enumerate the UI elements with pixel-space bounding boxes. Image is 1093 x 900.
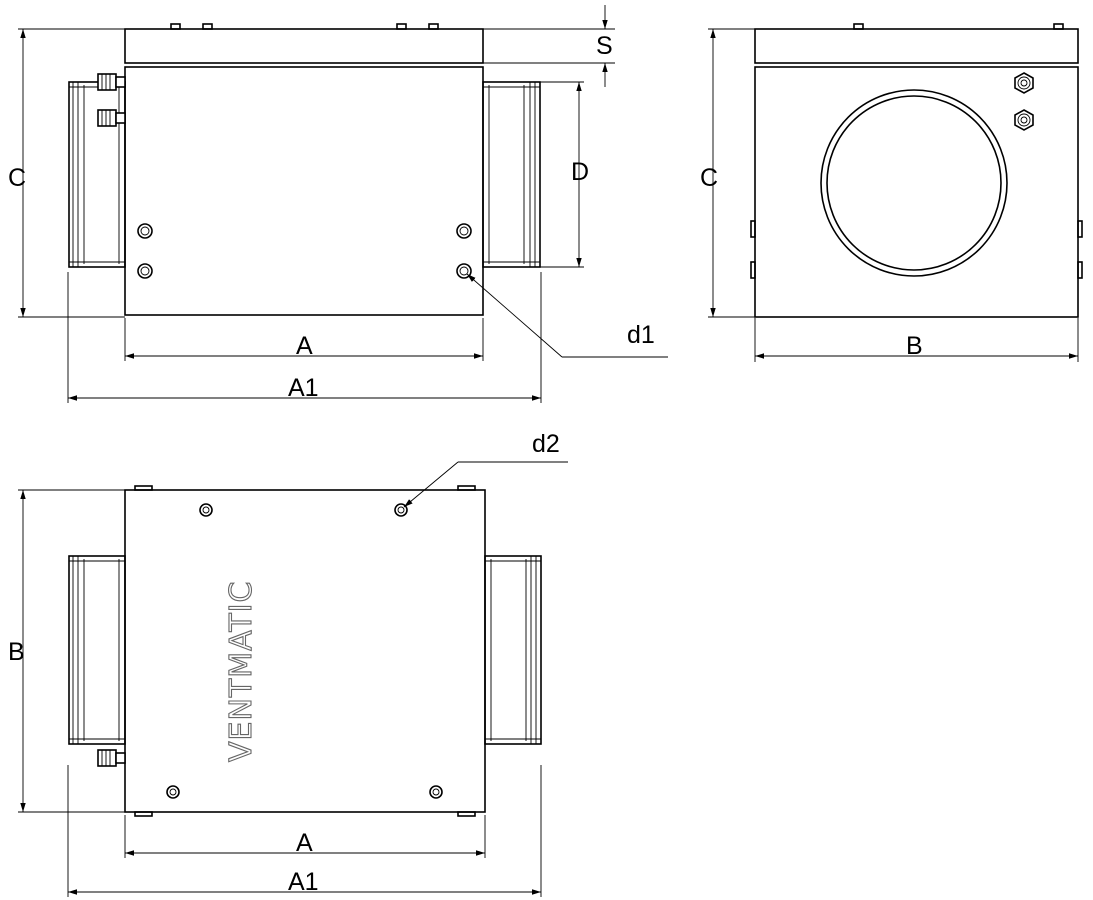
top-dim-A [124, 815, 486, 858]
front-d1-leader [466, 273, 668, 358]
front-dim-A1 [67, 272, 542, 403]
side-duct-opening [820, 89, 1008, 277]
top-label-B: B [8, 638, 25, 666]
side-tabs [750, 220, 1083, 279]
top-dim-B [18, 489, 125, 813]
front-top-cover [124, 28, 484, 64]
side-dim-C [708, 28, 755, 318]
front-label-A1: A1 [288, 374, 319, 402]
front-cable-gland-2 [97, 109, 126, 127]
front-cable-gland-1 [97, 73, 126, 91]
top-main-body [124, 489, 486, 813]
top-edge-tabs [134, 485, 476, 817]
front-dim-S [483, 5, 615, 87]
front-label-d1: d1 [627, 321, 655, 349]
top-d2-leader [403, 461, 568, 508]
side-dim-B [754, 318, 1079, 362]
top-right-spigot [484, 555, 542, 745]
side-label-B: B [906, 332, 923, 360]
front-label-D: D [571, 158, 589, 186]
side-label-C: C [700, 164, 718, 192]
front-dim-A [124, 318, 484, 361]
top-cable-gland [97, 749, 126, 767]
side-cable-gland-2 [1014, 109, 1034, 131]
front-cover-bumps [170, 23, 439, 30]
front-label-S: S [596, 32, 613, 60]
side-cable-gland-1 [1014, 72, 1034, 94]
top-label-A1: A1 [288, 868, 319, 896]
side-main-body [754, 66, 1079, 318]
front-label-A: A [296, 332, 313, 360]
top-dim-A1 [67, 765, 542, 897]
side-top-cover [754, 28, 1079, 64]
top-label-d2: d2 [532, 430, 560, 458]
front-dim-C [18, 28, 125, 318]
top-view: VENTMATIC d2 B A A1 [8, 430, 568, 897]
front-dim-D [540, 81, 584, 268]
front-right-spigot [482, 81, 541, 268]
front-view: C S D A A1 d1 [8, 5, 668, 403]
side-view: C B [700, 23, 1083, 362]
top-screws [166, 503, 443, 799]
front-label-C: C [8, 164, 26, 192]
front-main-body [124, 66, 484, 316]
top-left-spigot [68, 555, 126, 745]
front-screws [137, 223, 472, 279]
brand-logo: VENTMATIC [224, 581, 259, 762]
top-label-A: A [296, 829, 313, 857]
side-cover-bump [1053, 23, 1064, 30]
side-cover-bump [853, 23, 864, 30]
